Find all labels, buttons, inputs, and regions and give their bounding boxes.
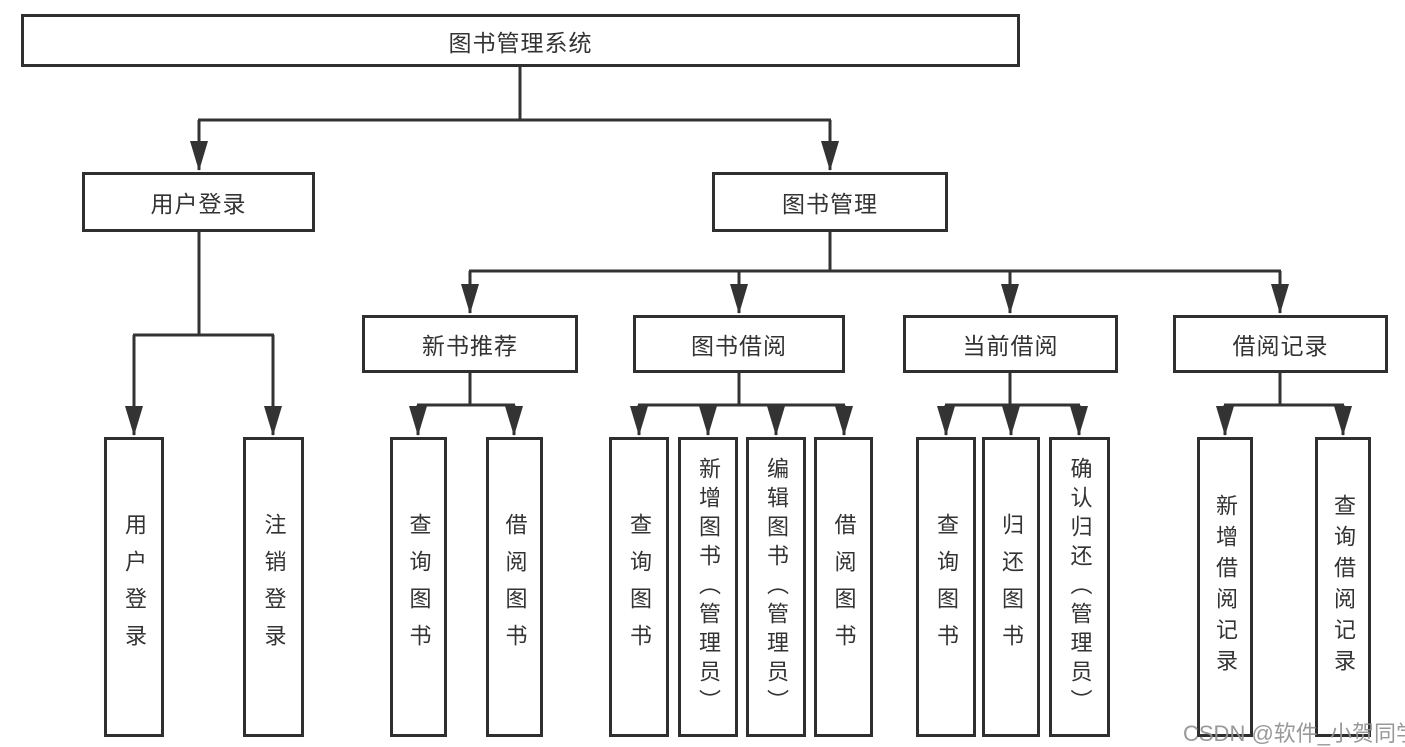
node-new-book-recommend-label: 新书推荐 <box>422 333 518 359</box>
leaf-return-book-label: 归还图书 <box>999 513 1024 661</box>
leaf-add-book-admin-label: 新增图书（管理员） <box>696 456 721 718</box>
leaf-add-borrow-record: 新增借阅记录 <box>1197 437 1253 737</box>
leaf-edit-book-admin: 编辑图书（管理员） <box>746 437 806 737</box>
node-borrow-records-label: 借阅记录 <box>1232 333 1329 359</box>
node-borrow-records: 借阅记录 <box>1173 315 1388 373</box>
leaf-query-book-2: 查询图书 <box>609 437 669 737</box>
leaf-query-book-2-label: 查询图书 <box>627 513 652 661</box>
node-book-management-label: 图书管理 <box>782 191 878 217</box>
leaf-user-login: 用户登录 <box>104 437 164 737</box>
leaf-logout-label: 注销登录 <box>261 513 287 661</box>
leaf-confirm-return-admin: 确认归还（管理员） <box>1049 437 1110 737</box>
leaf-borrow-book-1: 借阅图书 <box>486 437 543 737</box>
node-library-system: 图书管理系统 <box>21 14 1020 67</box>
node-user-login-label: 用户登录 <box>150 191 247 217</box>
leaf-logout: 注销登录 <box>243 437 304 737</box>
leaf-user-login-label: 用户登录 <box>122 513 147 661</box>
leaf-query-book-3: 查询图书 <box>916 437 976 737</box>
node-user-login: 用户登录 <box>82 172 315 232</box>
leaf-query-borrow-record: 查询借阅记录 <box>1315 437 1371 737</box>
leaf-query-book-1: 查询图书 <box>390 437 447 737</box>
leaf-query-borrow-record-label: 查询借阅记录 <box>1331 494 1356 680</box>
leaf-query-book-3-label: 查询图书 <box>934 513 959 661</box>
leaf-query-book-1-label: 查询图书 <box>406 513 432 661</box>
leaf-edit-book-admin-label: 编辑图书（管理员） <box>764 456 789 718</box>
leaf-borrow-book-2: 借阅图书 <box>814 437 873 737</box>
csdn-watermark: CSDN @软件_小贺同学 <box>1183 721 1405 746</box>
node-library-system-label: 图书管理系统 <box>448 29 593 56</box>
leaf-borrow-book-1-label: 借阅图书 <box>502 513 528 661</box>
leaf-return-book: 归还图书 <box>982 437 1040 737</box>
node-book-management: 图书管理 <box>712 172 948 232</box>
leaf-add-borrow-record-label: 新增借阅记录 <box>1213 494 1238 680</box>
node-current-borrow: 当前借阅 <box>903 315 1118 373</box>
leaf-borrow-book-2-label: 借阅图书 <box>831 513 857 661</box>
leaf-confirm-return-admin-label: 确认归还（管理员） <box>1067 456 1093 718</box>
leaf-add-book-admin: 新增图书（管理员） <box>678 437 738 737</box>
node-current-borrow-label: 当前借阅 <box>962 333 1059 359</box>
node-book-borrow: 图书借阅 <box>633 315 845 373</box>
node-new-book-recommend: 新书推荐 <box>362 315 578 373</box>
node-book-borrow-label: 图书借阅 <box>691 333 787 359</box>
